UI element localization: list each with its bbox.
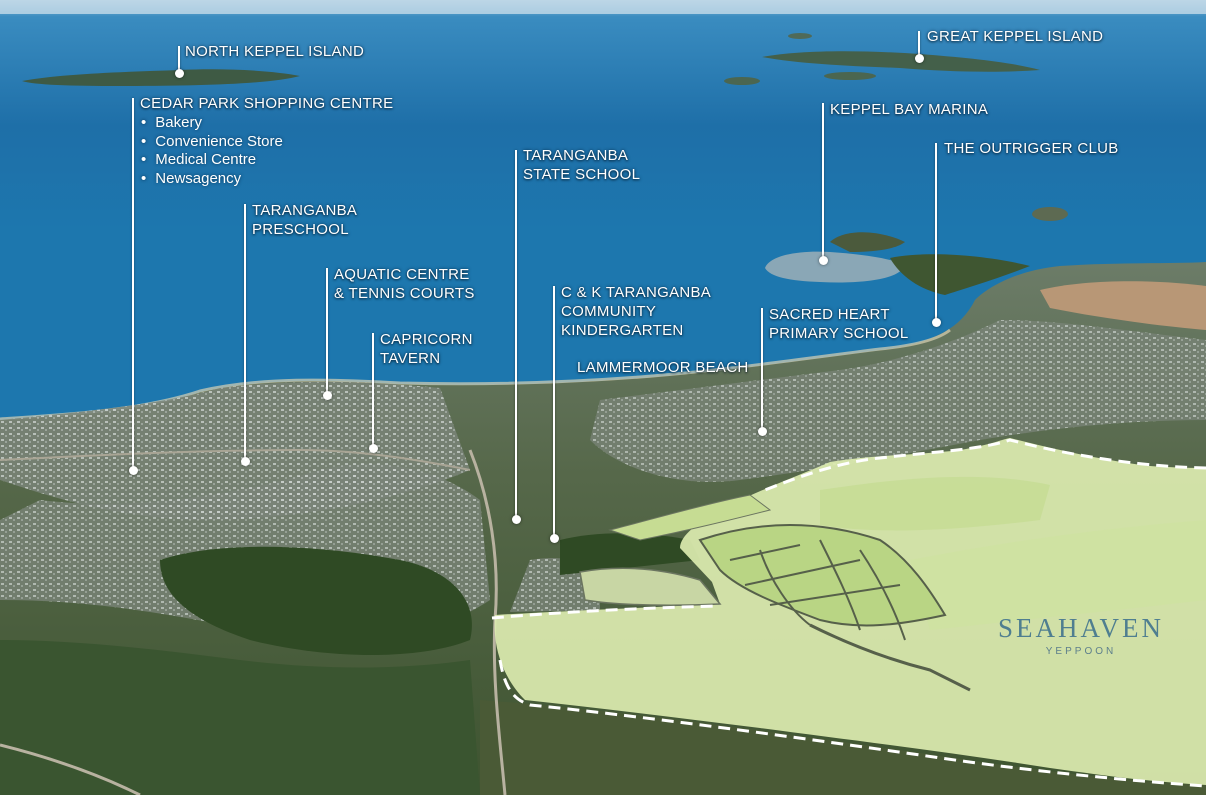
bushland-center (160, 546, 472, 655)
outrigger-label: THE OUTRIGGER CLUB (944, 140, 1119, 157)
cedar-park-label: CEDAR PARK SHOPPING CENTRE (140, 95, 394, 112)
north-keppel-leader (178, 46, 180, 72)
brand-location: YEPPOON (1045, 646, 1117, 657)
amenity-item: Convenience Store (141, 133, 283, 152)
amenity-item: Medical Centre (141, 151, 283, 170)
keppel-bay-marina-leader (822, 103, 824, 260)
state-school-leader (515, 150, 517, 518)
aquatic-label: AQUATIC CENTRE & TENNIS COURTS (334, 266, 475, 302)
sacred-heart-label: SACRED HEART PRIMARY SCHOOL (769, 306, 909, 342)
north-keppel-island (22, 69, 300, 86)
outrigger-marker (931, 318, 941, 327)
marina (765, 251, 905, 283)
north-keppel-label: NORTH KEPPEL ISLAND (185, 43, 365, 60)
state-school-marker (511, 515, 521, 524)
cedar-park-amenities: Bakery Convenience Store Medical Centre … (141, 114, 283, 188)
sacred-heart-marker (757, 427, 767, 436)
sacred-heart-leader (761, 308, 763, 431)
great-keppel-leader (918, 31, 920, 58)
keppel-bay-marina-label: KEPPEL BAY MARINA (830, 101, 989, 118)
preschool-label: TARANGANBA PRESCHOOL (252, 202, 358, 238)
cedar-park-leader (132, 98, 134, 470)
aquatic-leader (326, 268, 328, 394)
amenity-item: Bakery (141, 114, 283, 133)
marina-headland (830, 232, 905, 252)
state-school-label: TARANGANBA STATE SCHOOL (523, 147, 641, 183)
amenity-item: Newsagency (141, 170, 283, 189)
great-keppel-label: GREAT KEPPEL ISLAND (927, 28, 1104, 45)
lammermoor-beach-label: LAMMERMOOR BEACH (577, 359, 749, 376)
preschool-marker (240, 457, 250, 466)
kindergarten-leader (553, 286, 555, 538)
suburb-east (590, 320, 1206, 482)
great-keppel-island (762, 51, 1040, 72)
tavern-label: CAPRICORN TAVERN (380, 331, 473, 367)
great-keppel-marker (914, 54, 924, 63)
tavern-leader (372, 333, 374, 449)
seahaven-logo: SEAHAVEN YEPPOON (982, 613, 1180, 657)
cedar-park-marker (128, 466, 138, 475)
aquatic-marker (322, 391, 332, 400)
kindergarten-marker (549, 534, 559, 543)
keppel-bay-marina-marker (818, 256, 828, 265)
tavern-marker (368, 444, 378, 453)
development-boundary (491, 438, 1206, 788)
preschool-leader (244, 204, 246, 460)
kindergarten-label: C & K TARANGANBA COMMUNITY KINDERGARTEN (561, 284, 712, 339)
outrigger-leader (935, 143, 937, 321)
north-keppel-marker (174, 69, 184, 78)
brand-name: SEAHAVEN (997, 613, 1164, 643)
